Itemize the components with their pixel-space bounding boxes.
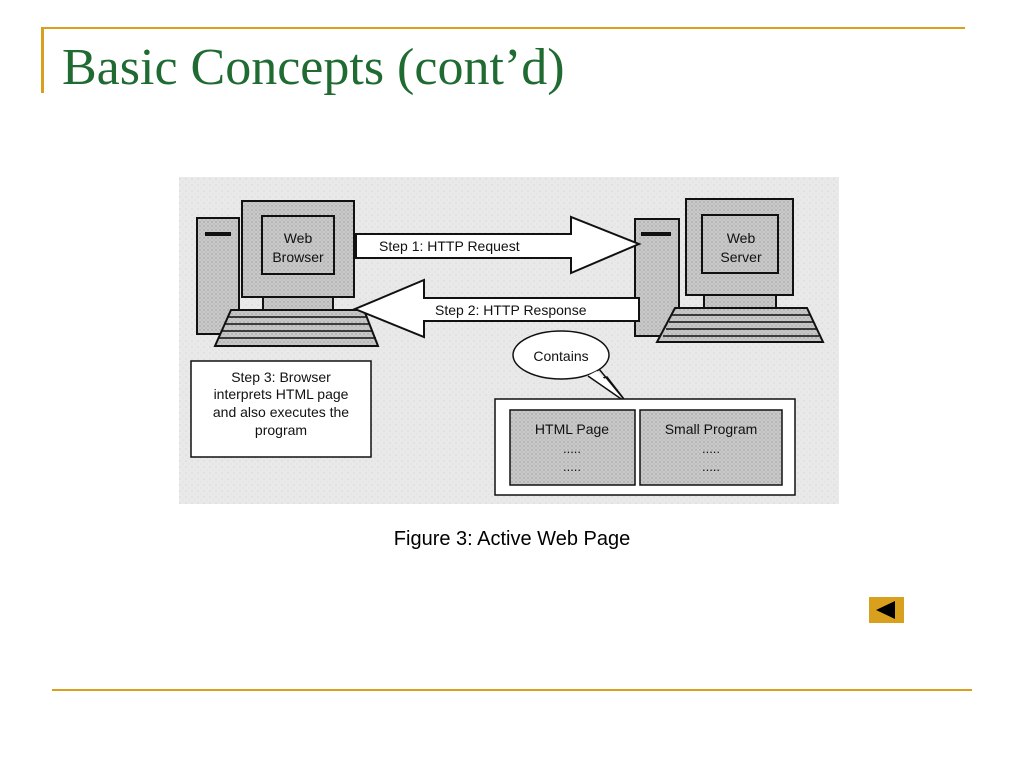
contains-label: Contains [533,348,588,364]
client-label-line2: Browser [272,249,324,265]
html-page-title: HTML Page [535,421,609,437]
step3-line4: program [255,422,307,438]
client-label-line1: Web [284,230,313,246]
client-computer: Web Browser [196,200,380,347]
client-keyboard [213,309,380,347]
back-button[interactable] [869,597,904,623]
server-label-line2: Server [720,249,762,265]
small-program-title: Small Program [665,421,758,437]
small-program-box [639,409,783,486]
server-label-line1: Web [727,230,756,246]
server-screen [701,214,779,274]
http-request-arrow [355,215,642,275]
triangle-left-icon [876,601,895,619]
http-response-arrow [352,278,640,339]
client-screen [261,215,335,275]
step3-line1: Step 3: Browser [231,369,331,385]
figure-caption: Figure 3: Active Web Page [393,528,631,550]
client-tower-drive [205,232,231,236]
title-rule-left [41,27,44,93]
step3-line2: interprets HTML page [214,386,349,402]
title-rule-top [41,27,965,29]
step3-line3: and also executes the [213,404,349,420]
html-page-dots1: ..... [563,441,581,456]
small-program-dots1: ..... [702,441,720,456]
contains-bubble: Contains [512,330,628,404]
active-web-page-figure: Web Browser Web Server [179,177,839,504]
diagram-svg: Web Browser Web Server [179,177,839,504]
html-page-box [509,409,636,486]
client-stand [262,296,334,311]
server-keyboard [655,307,825,343]
html-page-dots2: ..... [563,459,581,474]
http-response-label: Step 2: HTTP Response [435,302,587,318]
footer-rule [52,689,972,691]
http-request-label: Step 1: HTTP Request [379,238,520,254]
step3-box [190,360,372,458]
small-program-dots2: ..... [702,459,720,474]
server-stand [703,294,777,309]
server-tower-drive [641,232,671,236]
slide-title: Basic Concepts (cont’d) [62,39,565,96]
server-computer: Web Server [634,198,825,343]
